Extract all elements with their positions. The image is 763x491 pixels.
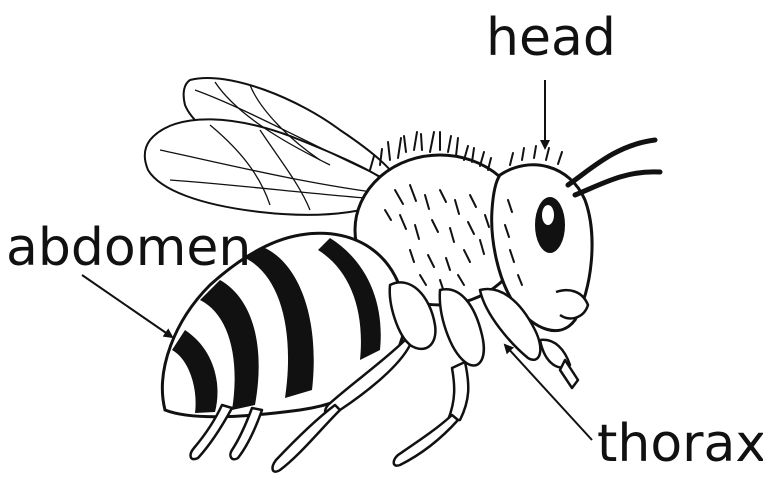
eye bbox=[535, 197, 565, 253]
wings bbox=[145, 78, 400, 215]
head-label: head bbox=[486, 12, 616, 64]
abdomen-arrow bbox=[82, 275, 172, 337]
abdomen-label: abdomen bbox=[6, 222, 251, 274]
thorax-label: thorax bbox=[597, 418, 763, 470]
antenna-2 bbox=[575, 172, 660, 195]
